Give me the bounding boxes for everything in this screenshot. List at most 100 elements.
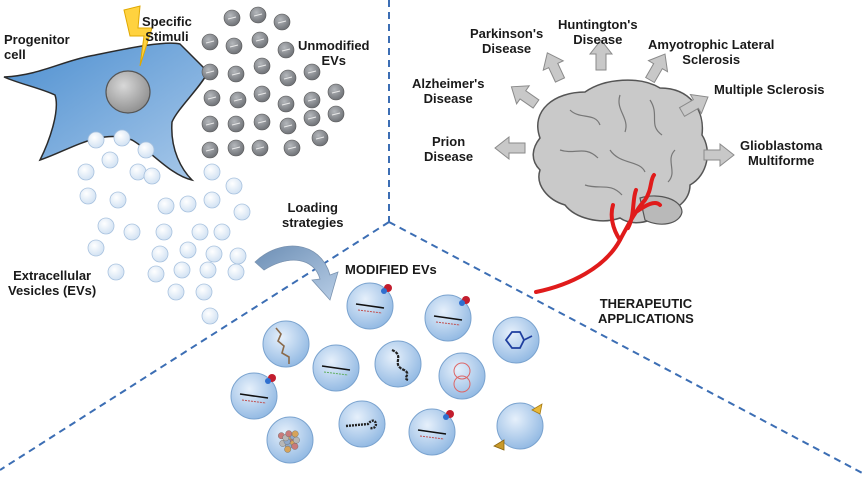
protein-cargo — [284, 445, 292, 453]
modified-ev-cargo — [391, 348, 409, 382]
unmodified-ev-cargo — [283, 76, 293, 80]
extracellular-vesicle — [77, 163, 95, 181]
modified-evs-label: MODIFIED EVs — [345, 262, 437, 277]
modified-ev-cargo — [357, 309, 383, 314]
unmodified-ev-cargo — [253, 13, 263, 17]
unmodified-ev-cargo — [287, 146, 297, 150]
protein-cargo — [292, 436, 300, 444]
extracellular-vesicle — [213, 223, 231, 241]
surface-marker — [443, 414, 449, 420]
unmodified-ev-cargo — [207, 96, 217, 100]
disease-arrow — [510, 85, 540, 109]
modified-ev-cargo — [323, 371, 349, 376]
cell-nucleus — [105, 70, 151, 114]
progenitor-cell — [3, 42, 209, 182]
extracellular-vesicle — [107, 263, 125, 281]
extracellular-vesicle — [179, 241, 197, 259]
extracellular-vesicle — [151, 245, 169, 263]
disease-arrow — [494, 135, 526, 161]
unmodified-evs — [201, 6, 345, 159]
unmodified-ev-cargo — [231, 122, 241, 126]
disease-arrow — [542, 52, 566, 83]
extracellular-vesicle — [123, 223, 141, 241]
brain — [532, 79, 709, 294]
modified-ev-cargo — [435, 321, 461, 326]
surface-marker — [265, 378, 271, 384]
extracellular-vesicle — [167, 283, 185, 301]
extracellular-vesicle — [87, 131, 105, 149]
extracellular-vesicle — [203, 191, 221, 209]
unmodified-ev-cargo — [307, 98, 317, 102]
surface-ligand — [493, 439, 505, 451]
modified-ev-cargo — [275, 327, 290, 364]
protein-cargo — [285, 430, 293, 438]
disease-arrow — [588, 39, 614, 71]
unmodified-ev-cargo — [257, 64, 267, 68]
surface-marker — [459, 300, 465, 306]
modified-ev-cargo — [355, 303, 385, 309]
unmodified-ev-cargo — [257, 120, 267, 124]
protein-cargo — [291, 430, 299, 438]
unmodified-ev-cargo — [227, 16, 237, 20]
unmodified-ev-cargo — [255, 146, 265, 150]
extracellular-vesicle — [157, 197, 175, 215]
extracellular-vesicle — [101, 151, 119, 169]
unmodified-ev-cargo — [307, 70, 317, 74]
extracellular-vesicle — [79, 187, 97, 205]
extracellular-vesicle — [109, 191, 127, 209]
extracellular-vesicle — [233, 203, 251, 221]
modified-ev-cargo — [239, 393, 269, 399]
extracellular-vesicle — [137, 141, 155, 159]
modified-ev-cargo — [241, 399, 267, 404]
extracellular-vesicle — [129, 163, 147, 181]
extracellular-vesicle — [97, 217, 115, 235]
unmodified-ev-cargo — [281, 102, 291, 106]
unmodified-ev-cargo — [205, 148, 215, 152]
blood-vessel — [534, 173, 662, 294]
unmodified-ev-cargo — [205, 40, 215, 44]
disease-label-multiple-sclerosis: Multiple Sclerosis — [714, 82, 825, 97]
unmodified-ev-cargo — [331, 90, 341, 94]
extracellular-vesicle — [203, 163, 221, 181]
modified-ev-cargo — [433, 315, 463, 321]
unmodified-ev-cargo — [231, 72, 241, 76]
unmodified-ev-cargo — [307, 116, 317, 120]
unmodified-ev-cargo — [231, 146, 241, 150]
extracellular-vesicle — [87, 239, 105, 257]
unmodified-ev-cargo — [281, 48, 291, 52]
disease-arrow — [703, 142, 735, 168]
extracellular-vesicle — [195, 283, 213, 301]
disease-arrow — [678, 93, 709, 118]
modified-ev-cargo — [453, 375, 471, 393]
modified-ev — [262, 320, 310, 368]
extracellular-vesicle — [191, 223, 209, 241]
extracellular-vesicles — [77, 129, 251, 325]
disease-arrow — [644, 53, 669, 84]
unmodified-ev-cargo — [257, 92, 267, 96]
unmodified-ev-cargo — [315, 136, 325, 140]
unmodified-ev-cargo — [229, 44, 239, 48]
modified-ev-cargo — [345, 419, 378, 430]
extracellular-vesicle — [179, 195, 197, 213]
extracellular-vesicle — [225, 177, 243, 195]
disease-arrows — [494, 39, 735, 168]
extracellular-vesicle — [205, 245, 223, 263]
extracellular-vesicle — [201, 307, 219, 325]
modified-ev-cargo — [504, 331, 533, 349]
surface-marker — [381, 288, 387, 294]
extracellular-vesicle — [147, 265, 165, 283]
unmodified-ev-cargo — [205, 122, 215, 126]
modified-ev-cargo — [419, 435, 445, 440]
loading-arrow — [254, 245, 339, 301]
unmodified-ev-cargo — [277, 20, 287, 24]
